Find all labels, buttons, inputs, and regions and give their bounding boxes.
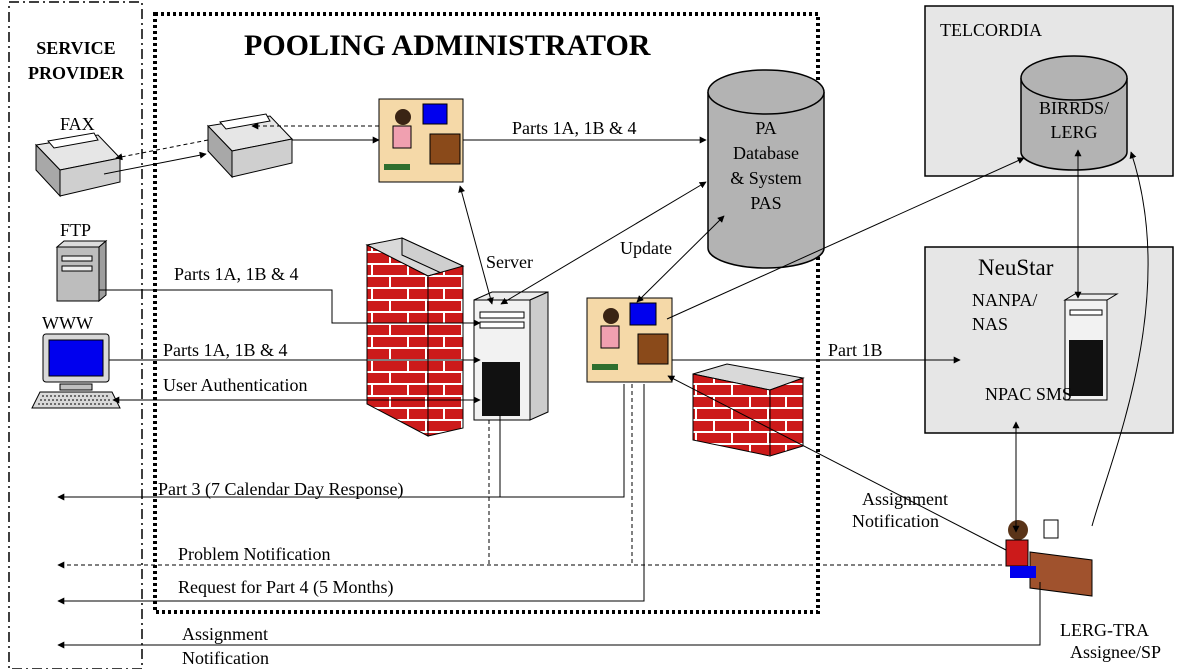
nanpa-label: NANPA/ bbox=[972, 290, 1038, 310]
ftp-server bbox=[55, 239, 108, 303]
service-provider-label-2: PROVIDER bbox=[27, 63, 124, 83]
lerg-label: LERG bbox=[1050, 122, 1098, 142]
flow-assignment-2: Assignment bbox=[182, 624, 269, 644]
operator-middle bbox=[586, 297, 673, 383]
pa-db-label-3: & System bbox=[730, 168, 802, 188]
flow-part-3: Part 3 (7 Calendar Day Response) bbox=[158, 479, 404, 499]
flow-notification-1: Notification bbox=[852, 511, 939, 531]
neustar-box bbox=[924, 246, 1174, 434]
flow-request-part4: Request for Part 4 (5 Months) bbox=[178, 577, 394, 597]
telcordia-title: TELCORDIA bbox=[940, 20, 1042, 40]
flow-assignment-1: Assignment bbox=[862, 489, 949, 509]
lerg-tra-person bbox=[1005, 519, 1093, 597]
neustar-title: NeuStar bbox=[978, 255, 1054, 280]
lerg-tra-label-2: Assignee/SP bbox=[1070, 642, 1162, 662]
flow-part-1b: Part 1B bbox=[828, 340, 883, 360]
service-provider-label-1: SERVICE bbox=[36, 38, 116, 58]
fax-label: FAX bbox=[60, 114, 95, 134]
service-provider-box bbox=[8, 1, 143, 669]
server-label: Server bbox=[486, 252, 533, 272]
flow-update: Update bbox=[620, 238, 672, 258]
flow-user-auth: User Authentication bbox=[163, 375, 308, 395]
pa-db-label-2: Database bbox=[733, 143, 799, 163]
operator-top bbox=[378, 98, 464, 183]
flow-notification-2: Notification bbox=[182, 648, 269, 668]
birrds-lerg-cylinder bbox=[1020, 55, 1128, 171]
flow-problem-notification: Problem Notification bbox=[178, 544, 331, 564]
server-tower bbox=[473, 291, 549, 421]
www-computer bbox=[31, 333, 121, 409]
www-label: WWW bbox=[42, 313, 93, 333]
pooling-admin-box bbox=[153, 12, 820, 614]
flow-fax-parts: Parts 1A, 1B & 4 bbox=[512, 118, 637, 138]
firewall-small bbox=[692, 363, 805, 457]
pa-db-label-1: PA bbox=[755, 118, 777, 138]
lerg-tra-label-1: LERG-TRA bbox=[1060, 620, 1149, 640]
npac-sms-label: NPAC SMS bbox=[985, 384, 1072, 404]
fax-machine-sp bbox=[34, 132, 121, 198]
pa-db-label-4: PAS bbox=[750, 193, 782, 213]
pooling-admin-title: POOLING ADMINISTRATOR bbox=[244, 29, 651, 62]
fax-machine-pa bbox=[206, 113, 293, 179]
flow-ftp-parts: Parts 1A, 1B & 4 bbox=[174, 264, 299, 284]
flow-www-parts: Parts 1A, 1B & 4 bbox=[163, 340, 288, 360]
nas-label: NAS bbox=[972, 314, 1009, 334]
birrds-label: BIRRDS/ bbox=[1038, 98, 1110, 118]
neustar-server bbox=[1063, 293, 1119, 401]
ftp-label: FTP bbox=[60, 220, 92, 240]
firewall-large bbox=[365, 237, 465, 437]
